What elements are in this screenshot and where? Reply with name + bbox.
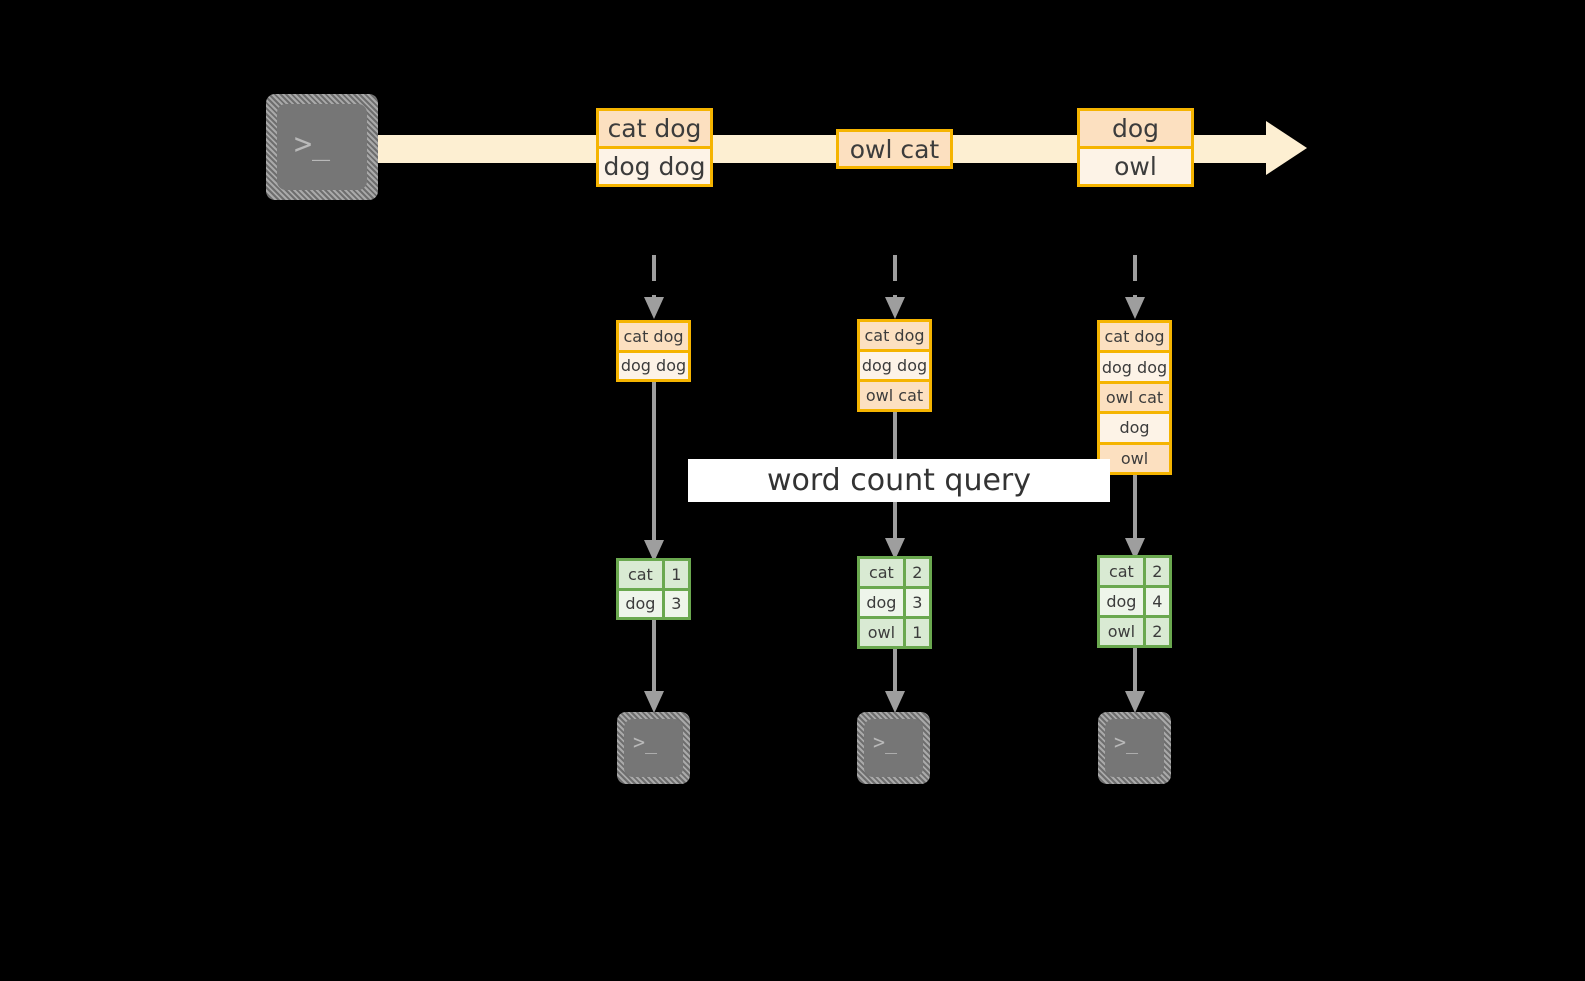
- snapshot-3-query-connector: [1121, 475, 1149, 562]
- result-count: 2: [1142, 558, 1169, 585]
- result-word: cat: [619, 561, 662, 588]
- result-count: 2: [1142, 618, 1169, 645]
- snapshot-input-line: owl cat: [1100, 380, 1169, 412]
- terminal-body: [864, 719, 923, 777]
- source-terminal[interactable]: >_: [266, 94, 378, 200]
- snapshot-1-sink-terminal[interactable]: >_: [617, 712, 690, 784]
- snapshot-3-sink-connector: [1121, 648, 1149, 715]
- result-count: 3: [902, 589, 929, 616]
- table-row: dog 3: [619, 587, 688, 617]
- terminal-prompt-glyph: >_: [873, 730, 898, 754]
- snapshot-input-line: owl cat: [860, 379, 929, 409]
- snapshot-1-sink-connector: [640, 620, 668, 715]
- stream-record-2[interactable]: owl cat: [836, 129, 953, 169]
- table-row: owl 1: [860, 616, 929, 646]
- snapshot-2-result-table[interactable]: cat 2 dog 3 owl 1: [857, 556, 932, 649]
- stream-record-1[interactable]: cat dog dog dog: [596, 108, 713, 187]
- terminal-body: [624, 719, 683, 777]
- snapshot-3-dashed-connector: [1121, 255, 1149, 323]
- snapshot-2-sink-terminal[interactable]: >_: [857, 712, 930, 784]
- snapshot-1-query-connector: [640, 382, 668, 564]
- stream-record-line: owl: [1080, 146, 1191, 184]
- snapshot-input-line: cat dog: [619, 323, 688, 350]
- result-count: 1: [902, 619, 929, 646]
- table-row: cat 1: [619, 561, 688, 588]
- snapshot-1-input-stack[interactable]: cat dog dog dog: [616, 320, 691, 382]
- table-row: cat 2: [860, 559, 929, 586]
- terminal-body: [1105, 719, 1164, 777]
- stream-record-line: dog dog: [599, 146, 710, 184]
- table-row: dog 3: [860, 586, 929, 616]
- snapshot-input-line: cat dog: [1100, 323, 1169, 351]
- stream-record-line: owl cat: [839, 132, 950, 166]
- terminal-prompt-glyph: >_: [633, 730, 658, 754]
- result-word: dog: [1100, 588, 1143, 615]
- result-word: dog: [619, 590, 662, 617]
- table-row: owl 2: [1100, 615, 1169, 645]
- result-word: owl: [1100, 618, 1143, 645]
- snapshot-1-dashed-connector: [640, 255, 668, 323]
- result-word: dog: [860, 589, 903, 616]
- result-word: cat: [860, 559, 903, 586]
- query-label-text: word count query: [766, 463, 1032, 498]
- result-count: 1: [661, 561, 688, 588]
- terminal-prompt-glyph: >_: [294, 127, 331, 162]
- table-row: cat 2: [1100, 558, 1169, 585]
- result-count: 2: [902, 559, 929, 586]
- result-count: 4: [1142, 588, 1169, 615]
- snapshot-input-line: owl: [1100, 441, 1169, 473]
- stream-record-line: cat dog: [599, 111, 710, 146]
- snapshot-3-sink-terminal[interactable]: >_: [1098, 712, 1171, 784]
- snapshot-input-line: dog dog: [619, 349, 688, 379]
- stream-record-3[interactable]: dog owl: [1077, 108, 1194, 187]
- terminal-body: [277, 104, 367, 190]
- snapshot-input-line: dog: [1100, 411, 1169, 442]
- snapshot-input-line: cat dog: [860, 322, 929, 349]
- result-word: cat: [1100, 558, 1143, 585]
- result-word: owl: [860, 619, 903, 646]
- result-count: 3: [661, 590, 688, 617]
- snapshot-2-dashed-connector: [881, 255, 909, 323]
- snapshot-input-line: dog dog: [1100, 350, 1169, 381]
- snapshot-input-line: dog dog: [860, 349, 929, 379]
- stream-record-line: dog: [1080, 111, 1191, 146]
- snapshot-3-input-stack[interactable]: cat dog dog dog owl cat dog owl: [1097, 320, 1172, 475]
- snapshot-3-result-table[interactable]: cat 2 dog 4 owl 2: [1097, 555, 1172, 648]
- snapshot-1-result-table[interactable]: cat 1 dog 3: [616, 558, 691, 620]
- stream-band-arrowhead: [1266, 121, 1307, 175]
- query-label: word count query: [688, 459, 1110, 502]
- snapshot-2-sink-connector: [881, 649, 909, 715]
- terminal-prompt-glyph: >_: [1114, 730, 1139, 754]
- snapshot-2-input-stack[interactable]: cat dog dog dog owl cat: [857, 319, 932, 412]
- table-row: dog 4: [1100, 585, 1169, 615]
